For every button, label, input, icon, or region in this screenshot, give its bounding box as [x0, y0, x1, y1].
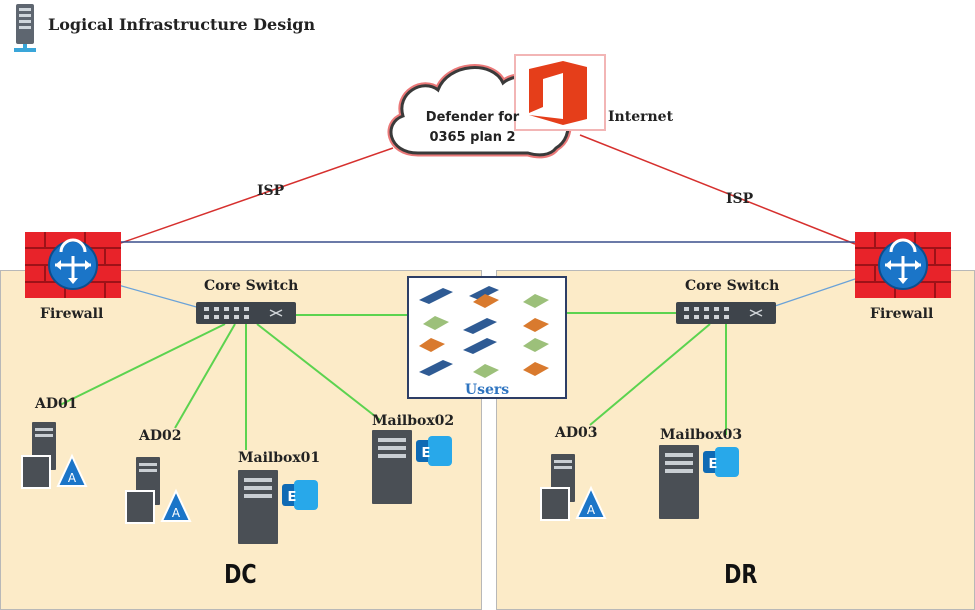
svg-text:E: E — [422, 446, 431, 461]
ad-server-icon-ad03: A — [540, 454, 607, 521]
svg-text:E: E — [288, 490, 297, 505]
page-title: Logical Infrastructure Design — [48, 15, 316, 34]
ad-server-icon-ad01: A — [21, 422, 88, 489]
firewall-switch-link-dc — [117, 284, 201, 309]
ad02-label: AD02 — [139, 428, 182, 444]
lan-switch-ad02 — [174, 323, 236, 429]
office-logo-icon — [514, 54, 606, 131]
svg-text:A: A — [172, 506, 181, 520]
internet-label: Internet — [608, 109, 674, 125]
users-label: Users — [464, 382, 510, 398]
svg-text:A: A — [587, 503, 596, 517]
users-group: Users — [407, 276, 567, 399]
switch-icon-dr — [676, 302, 776, 324]
isp-label-left: ISP — [257, 183, 285, 199]
firewall-icon-dr — [855, 232, 951, 298]
core-switch-label-dc: Core Switch — [204, 278, 299, 294]
ad03-label: AD03 — [555, 425, 598, 441]
ad-server-icon-ad02: A — [125, 457, 192, 524]
mailbox01-label: Mailbox01 — [238, 450, 321, 466]
firewall-switch-link-dr — [774, 277, 859, 307]
isp-label-right: ISP — [726, 191, 754, 207]
mailbox-server-icon-mailbox03: E — [659, 445, 739, 519]
switch-icon-dc — [196, 302, 296, 324]
user-devices-icon — [419, 286, 549, 378]
mailbox03-label: Mailbox03 — [660, 427, 743, 443]
ad01-label: AD01 — [35, 396, 78, 412]
firewall-label-dc: Firewall — [40, 306, 104, 322]
cloud-service-label: Defender for 0365 plan 2 — [425, 110, 520, 145]
isp-link-left — [117, 147, 394, 245]
core-switch-label-dr: Core Switch — [685, 278, 780, 294]
firewall-icon-dc — [25, 232, 121, 298]
lan-switch-ad01 — [59, 323, 226, 406]
dr-label: DR — [724, 560, 758, 590]
isp-link-right — [579, 134, 856, 245]
firewall-label-dr: Firewall — [870, 306, 934, 322]
svg-text:A: A — [68, 471, 77, 485]
dr-zone — [496, 270, 975, 610]
lan-switch-ad03 — [589, 323, 711, 426]
dc-label: DC — [224, 560, 257, 590]
svg-text:E: E — [709, 457, 718, 472]
lan-switch-mailbox02 — [256, 323, 381, 421]
server-tower-icon — [14, 4, 36, 52]
mailbox-server-icon-mailbox01: E — [238, 470, 318, 544]
mailbox-server-icon-mailbox02: E — [372, 430, 452, 504]
mailbox02-label: Mailbox02 — [372, 413, 455, 429]
